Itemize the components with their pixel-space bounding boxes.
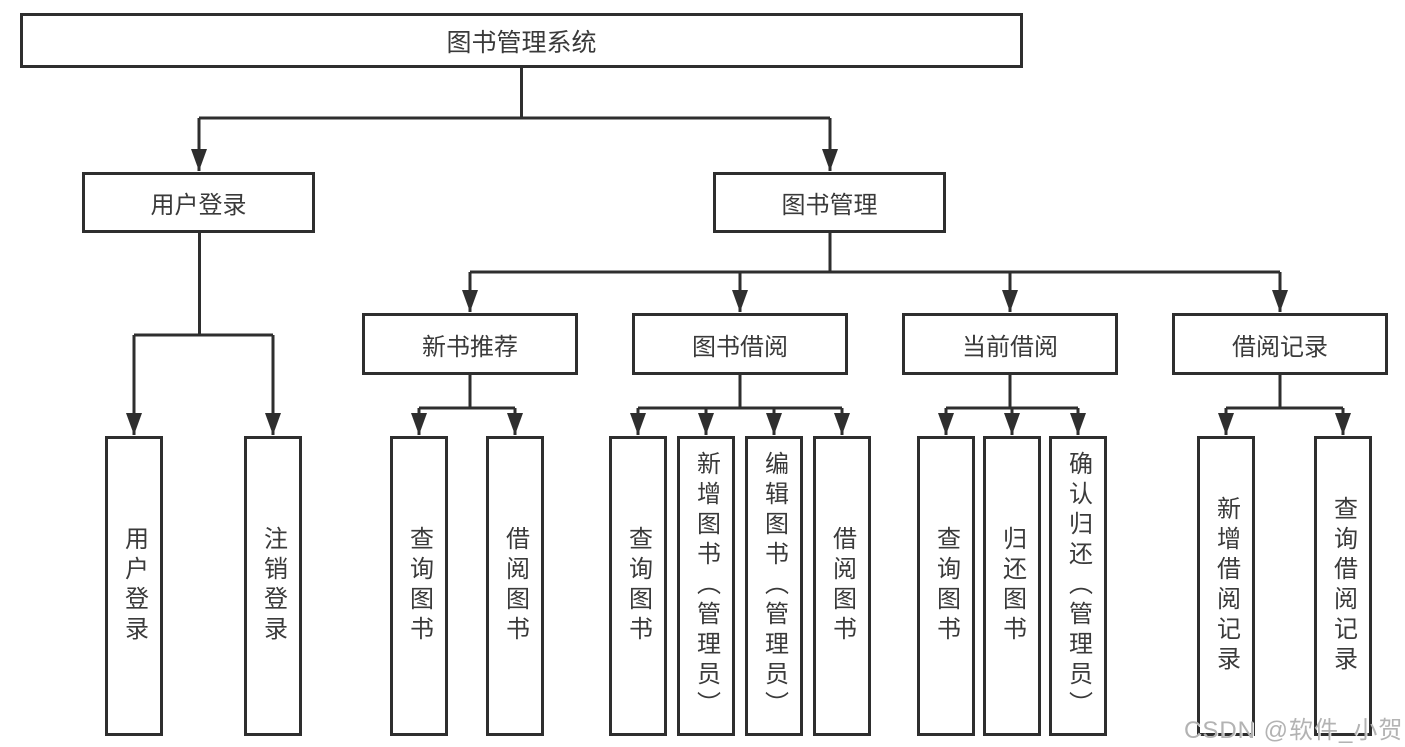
leaf-current-query-books: 查询图书	[917, 436, 975, 736]
node-new-book-recommend: 新书推荐	[362, 313, 578, 375]
node-root: 图书管理系统	[20, 13, 1023, 68]
node-borrow-record: 借阅记录	[1172, 313, 1388, 375]
node-book-borrow: 图书借阅	[632, 313, 848, 375]
leaf-record-add-borrow-record: 新增借阅记录	[1197, 436, 1255, 736]
leaf-record-query-borrow-record: 查询借阅记录	[1314, 436, 1372, 736]
leaf-current-return-books: 归还图书	[983, 436, 1041, 736]
node-current-borrow: 当前借阅	[902, 313, 1118, 375]
leaf-newbook-borrow-books: 借阅图书	[486, 436, 544, 736]
leaf-borrow-edit-books-admin: 编辑图书（管理员）	[745, 436, 803, 736]
node-book-management: 图书管理	[713, 172, 946, 233]
leaf-logout: 注销登录	[244, 436, 302, 736]
leaf-user-login: 用户登录	[105, 436, 163, 736]
leaf-newbook-query-books: 查询图书	[390, 436, 448, 736]
watermark: CSDN @软件_小贺同学	[1184, 717, 1405, 744]
leaf-current-confirm-return-admin: 确认归还（管理员）	[1049, 436, 1107, 736]
leaf-borrow-add-books-admin: 新增图书（管理员）	[677, 436, 735, 736]
node-user-login: 用户登录	[82, 172, 315, 233]
leaf-borrow-borrow-books: 借阅图书	[813, 436, 871, 736]
leaf-borrow-query-books: 查询图书	[609, 436, 667, 736]
